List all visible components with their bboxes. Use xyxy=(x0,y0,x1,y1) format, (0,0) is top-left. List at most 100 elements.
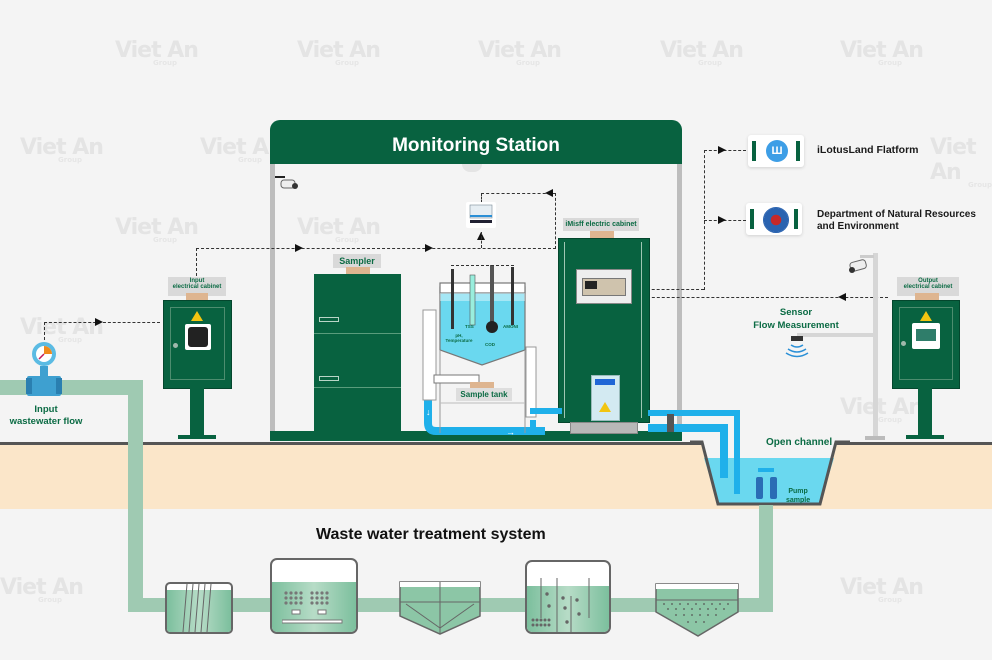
sampler-unit xyxy=(314,274,401,431)
station-wall-right xyxy=(677,164,682,432)
pump-icon xyxy=(756,477,763,499)
sensor-arm xyxy=(797,333,877,337)
sample-tank-label: Sample tank xyxy=(456,388,512,401)
open-channel-basin xyxy=(690,440,850,506)
treatment-tank-biological xyxy=(525,560,611,634)
sampler-label: Sampler xyxy=(333,254,381,268)
arrow-right-icon xyxy=(95,318,103,326)
warning-icon xyxy=(191,311,203,321)
cabinet-post xyxy=(190,387,204,437)
cabinet-door-knob[interactable] xyxy=(173,343,178,348)
treatment-tank-aeration xyxy=(270,558,358,634)
signal-line xyxy=(44,322,45,340)
signal-line xyxy=(555,193,556,249)
arrow-right-icon xyxy=(295,244,303,252)
sensor-pole-base xyxy=(865,436,885,440)
pump-pipe xyxy=(758,468,774,472)
camera-icon xyxy=(275,176,298,189)
sample-pipe xyxy=(530,408,562,414)
probe-label-ph: pH, Temperature xyxy=(445,333,473,343)
power-supply-panel xyxy=(591,375,620,421)
station-wall-left xyxy=(270,164,275,432)
cabinet-base xyxy=(570,422,638,434)
arrow-right-icon xyxy=(718,216,726,224)
monitoring-station-title: Monitoring Station xyxy=(270,120,682,164)
return-pipe-down xyxy=(734,410,740,494)
signal-line xyxy=(632,297,888,298)
dept-natural-resources-node[interactable] xyxy=(746,203,802,235)
treatment-tank-screen xyxy=(165,582,233,634)
data-logger-icon xyxy=(466,202,496,228)
sampler-handle[interactable] xyxy=(319,376,339,381)
warning-icon xyxy=(599,402,611,412)
signal-line xyxy=(632,289,704,290)
plc-controller-icon xyxy=(576,269,632,304)
ilotusland-logo-icon: Ш xyxy=(766,140,788,162)
signal-line xyxy=(481,193,556,194)
imisff-electric-cabinet[interactable] xyxy=(558,238,650,423)
sensor-pole xyxy=(873,253,878,440)
probe-label-cod: COD xyxy=(485,342,495,347)
treatment-system-title: Waste water treatment system xyxy=(316,526,546,543)
camera-icon xyxy=(849,255,874,273)
probe-label-tss: TSS xyxy=(465,324,474,329)
flow-meter-icon xyxy=(26,342,62,396)
imisff-cabinet-label: iMisff electric cabinet xyxy=(563,218,639,231)
treatment-tank-sludge xyxy=(655,583,739,637)
output-electrical-cabinet[interactable] xyxy=(892,300,960,389)
sampler-handle[interactable] xyxy=(319,317,339,322)
open-channel-label: Open channel xyxy=(766,437,833,448)
cabinet-door-knob[interactable] xyxy=(901,341,906,346)
input-cabinet-mount xyxy=(186,293,208,300)
signal-line xyxy=(481,232,482,248)
treatment-tank-settling xyxy=(399,581,481,635)
signal-line xyxy=(481,193,482,203)
meter-display xyxy=(185,324,211,350)
arrow-left-icon xyxy=(838,293,846,301)
dept-seal-icon xyxy=(763,207,789,233)
imisff-cabinet-mount xyxy=(590,231,614,238)
arrow-right-icon xyxy=(718,146,726,154)
ultrasonic-sensor-icon xyxy=(785,336,809,358)
svg-text:→: → xyxy=(506,427,515,435)
signal-line xyxy=(196,248,556,249)
cabinet-foot xyxy=(906,435,944,439)
cabinet-foot xyxy=(178,435,216,439)
outflow-pipe-blue-down xyxy=(720,424,728,478)
input-pipe-down xyxy=(128,380,143,610)
svg-text:↓: ↓ xyxy=(426,407,431,417)
sample-tank-mount xyxy=(470,382,494,389)
cabinet-post xyxy=(918,387,932,437)
ilotusland-platform-label: iLotusLand Flatform xyxy=(817,144,919,156)
probe-label-amoni: AMONI xyxy=(503,324,518,329)
output-cabinet-mount xyxy=(915,293,939,300)
probe-wiring xyxy=(451,265,514,266)
ilotusland-platform-node[interactable]: Ш xyxy=(748,135,804,167)
signal-line xyxy=(196,248,197,276)
warning-icon xyxy=(920,311,932,321)
pump-icon xyxy=(770,477,777,499)
input-pipe xyxy=(0,380,140,395)
input-electrical-cabinet[interactable] xyxy=(163,300,232,389)
return-pipe xyxy=(648,410,740,416)
sample-tank-diagram: ↓ → xyxy=(422,265,545,435)
